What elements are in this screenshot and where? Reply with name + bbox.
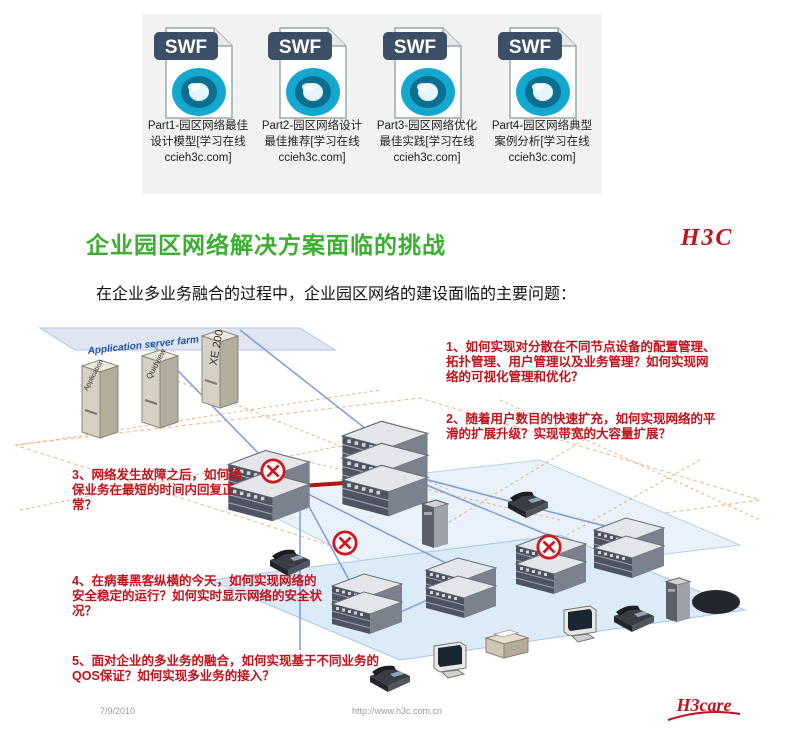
swf-badge: SWF xyxy=(279,37,321,58)
server-farm-plane xyxy=(38,327,337,351)
swf-badge: SWF xyxy=(394,37,436,58)
challenge-question-3: 3、网络发生故障之后，如何确保业务在最短的时间内回复正常？ xyxy=(72,468,242,512)
challenge-question-4: 4、在病毒黑客纵横的今天，如何实现网络的安全稳定的运行？如何实时显示网络的安全状… xyxy=(72,574,323,618)
no-entry-icon xyxy=(536,534,562,560)
server-tower-icon xyxy=(665,577,691,623)
swf-file-label: Part2-园区网络设计最佳推荐[学习在线ccieh3c.com] xyxy=(261,120,363,164)
swf-file-4[interactable]: SWF Part4-园区网络典型案例分析[学习在线ccieh3c.com] xyxy=(488,14,596,194)
swf-badge: SWF xyxy=(165,37,207,58)
h3c-logo-text: H3C xyxy=(680,225,734,251)
desktop-pc-icon xyxy=(563,605,597,643)
desktop-pc-icon xyxy=(433,641,467,679)
server-farm: Application Quidview XE 200 xyxy=(81,329,239,439)
challenge-question-2: 2、随着用户数目的快速扩充，如何实现网络的平滑的扩展升级？实现带宽的大容量扩展？ xyxy=(446,412,716,441)
slide-title: 企业园区网络解决方案面临的挑战 xyxy=(86,232,446,258)
swf-file-2[interactable]: SWF Part2-园区网络设计最佳推荐[学习在线ccieh3c.com] xyxy=(258,14,366,194)
conference-phone-icon xyxy=(692,590,740,614)
swf-file-label: Part1-园区网络最佳设计模型[学习在线ccieh3c.com] xyxy=(147,120,249,164)
h3c-logo: H3C xyxy=(680,225,734,251)
footer-url: http://www.h3c.com.cn xyxy=(352,706,443,716)
h3care-logo: H3care xyxy=(667,695,741,721)
swf-file-strip: SWF Part1-园区网络最佳设计模型[学习在线ccieh3c.com] SW… xyxy=(142,14,602,194)
challenge-question-1: 1、如何实现对分散在不同节点设备的配置管理、拓扑管理、用户管理以及业务管理？如何… xyxy=(446,340,716,384)
footer-date: 7/9/2010 xyxy=(100,706,136,716)
no-entry-icon xyxy=(332,530,358,556)
server-tower-icon xyxy=(81,359,119,439)
swf-file-3[interactable]: SWF Part3-园区网络优化最佳实践[学习在线ccieh3c.com] xyxy=(373,14,481,194)
server-tower-icon xyxy=(421,499,449,549)
swf-file-icon: SWF xyxy=(268,27,347,119)
swf-file-1[interactable]: SWF Part1-园区网络最佳设计模型[学习在线ccieh3c.com] xyxy=(144,14,252,194)
network-diagram: Application server farm Application Quid… xyxy=(14,327,761,692)
swf-file-label: Part4-园区网络典型案例分析[学习在线ccieh3c.com] xyxy=(491,120,593,164)
swf-badge: SWF xyxy=(509,37,551,58)
no-entry-icon xyxy=(260,458,286,484)
h3care-logo-text: H3care xyxy=(676,695,732,715)
challenge-question-5: 5、面对企业的多业务的融合，如何实现基于不同业务的QOS保证？如何实现多业务的接… xyxy=(72,654,379,683)
swf-file-label: Part3-园区网络优化最佳实践[学习在线ccieh3c.com] xyxy=(376,120,478,164)
swf-file-icon: SWF xyxy=(383,27,462,119)
swf-file-icon: SWF xyxy=(154,27,233,119)
swf-file-icon: SWF xyxy=(498,27,577,119)
slide-subtitle: 在企业多业务融合的过程中，企业园区网络的建设面临的主要问题： xyxy=(96,286,577,303)
